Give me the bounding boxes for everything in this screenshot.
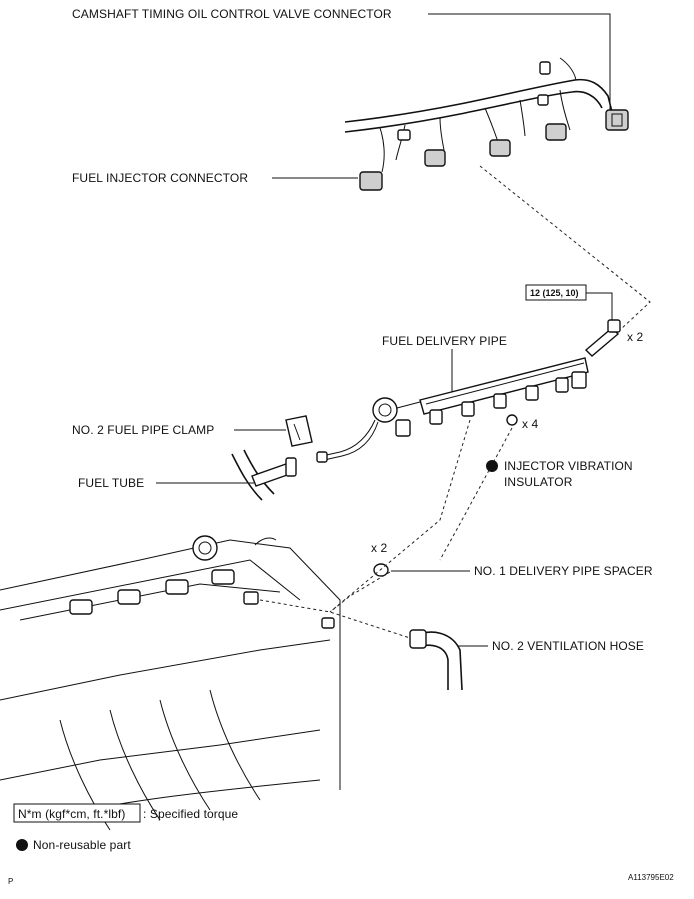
label-injector-vibration-insulator-2: INSULATOR: [504, 475, 573, 489]
leader-lines: [156, 13, 613, 647]
label-camshaft-connector: CAMSHAFT TIMING OIL CONTROL VALVE CONNEC…: [72, 7, 392, 21]
engine-block: [0, 535, 341, 831]
label-fuel-delivery-pipe: FUEL DELIVERY PIPE: [382, 334, 507, 348]
legend-torque-box: [13, 803, 141, 823]
wire-harness: [344, 57, 613, 173]
legend-torque-desc: : Specified torque: [143, 807, 238, 821]
label-spacer-qty: x 2: [371, 541, 388, 555]
page-marker: P: [8, 877, 13, 886]
no2-ventilation-hose-part: [409, 629, 463, 691]
fuel-delivery-pipe-part: [316, 357, 589, 463]
label-no2-fuel-pipe-clamp: NO. 2 FUEL PIPE CLAMP: [72, 423, 214, 437]
legend-torque-units: N*m (kgf*cm, ft.*lbf): [18, 807, 125, 821]
delivery-pipe-bolt: [584, 319, 621, 357]
torque-box: [525, 284, 587, 301]
assembly-guide-lines: [259, 165, 651, 639]
label-torque-value: 12 (125, 10): [530, 288, 579, 298]
coil-packs: [69, 569, 235, 615]
no1-delivery-pipe-spacer-part: [373, 563, 389, 577]
label-insulator-qty: x 4: [522, 417, 539, 431]
fuel-tube-part: [231, 449, 297, 501]
legend-nonreusable-icon: [16, 839, 28, 851]
label-bolt-qty: x 2: [627, 330, 644, 344]
label-fuel-tube: FUEL TUBE: [78, 476, 144, 490]
label-no2-ventilation-hose: NO. 2 VENTILATION HOSE: [492, 639, 644, 653]
nonreusable-mark-icon: [486, 460, 498, 472]
figure-id: A113795E02: [628, 873, 674, 882]
label-fuel-injector-connector: FUEL INJECTOR CONNECTOR: [72, 171, 248, 185]
label-injector-vibration-insulator-1: INJECTOR VIBRATION: [504, 459, 633, 473]
injector-vibration-insulator-part: [506, 414, 518, 426]
fuel-injector-connector: [359, 123, 567, 191]
legend-nonreusable-desc: Non-reusable part: [33, 838, 131, 852]
label-no1-delivery-pipe-spacer: NO. 1 DELIVERY PIPE SPACER: [474, 564, 653, 578]
legend: N*m (kgf*cm, ft.*lbf) : Specified torque…: [13, 803, 238, 852]
no2-fuel-pipe-clamp-part: [285, 415, 313, 447]
injector-set: [429, 377, 569, 425]
camshaft-timing-connector: [605, 109, 629, 131]
